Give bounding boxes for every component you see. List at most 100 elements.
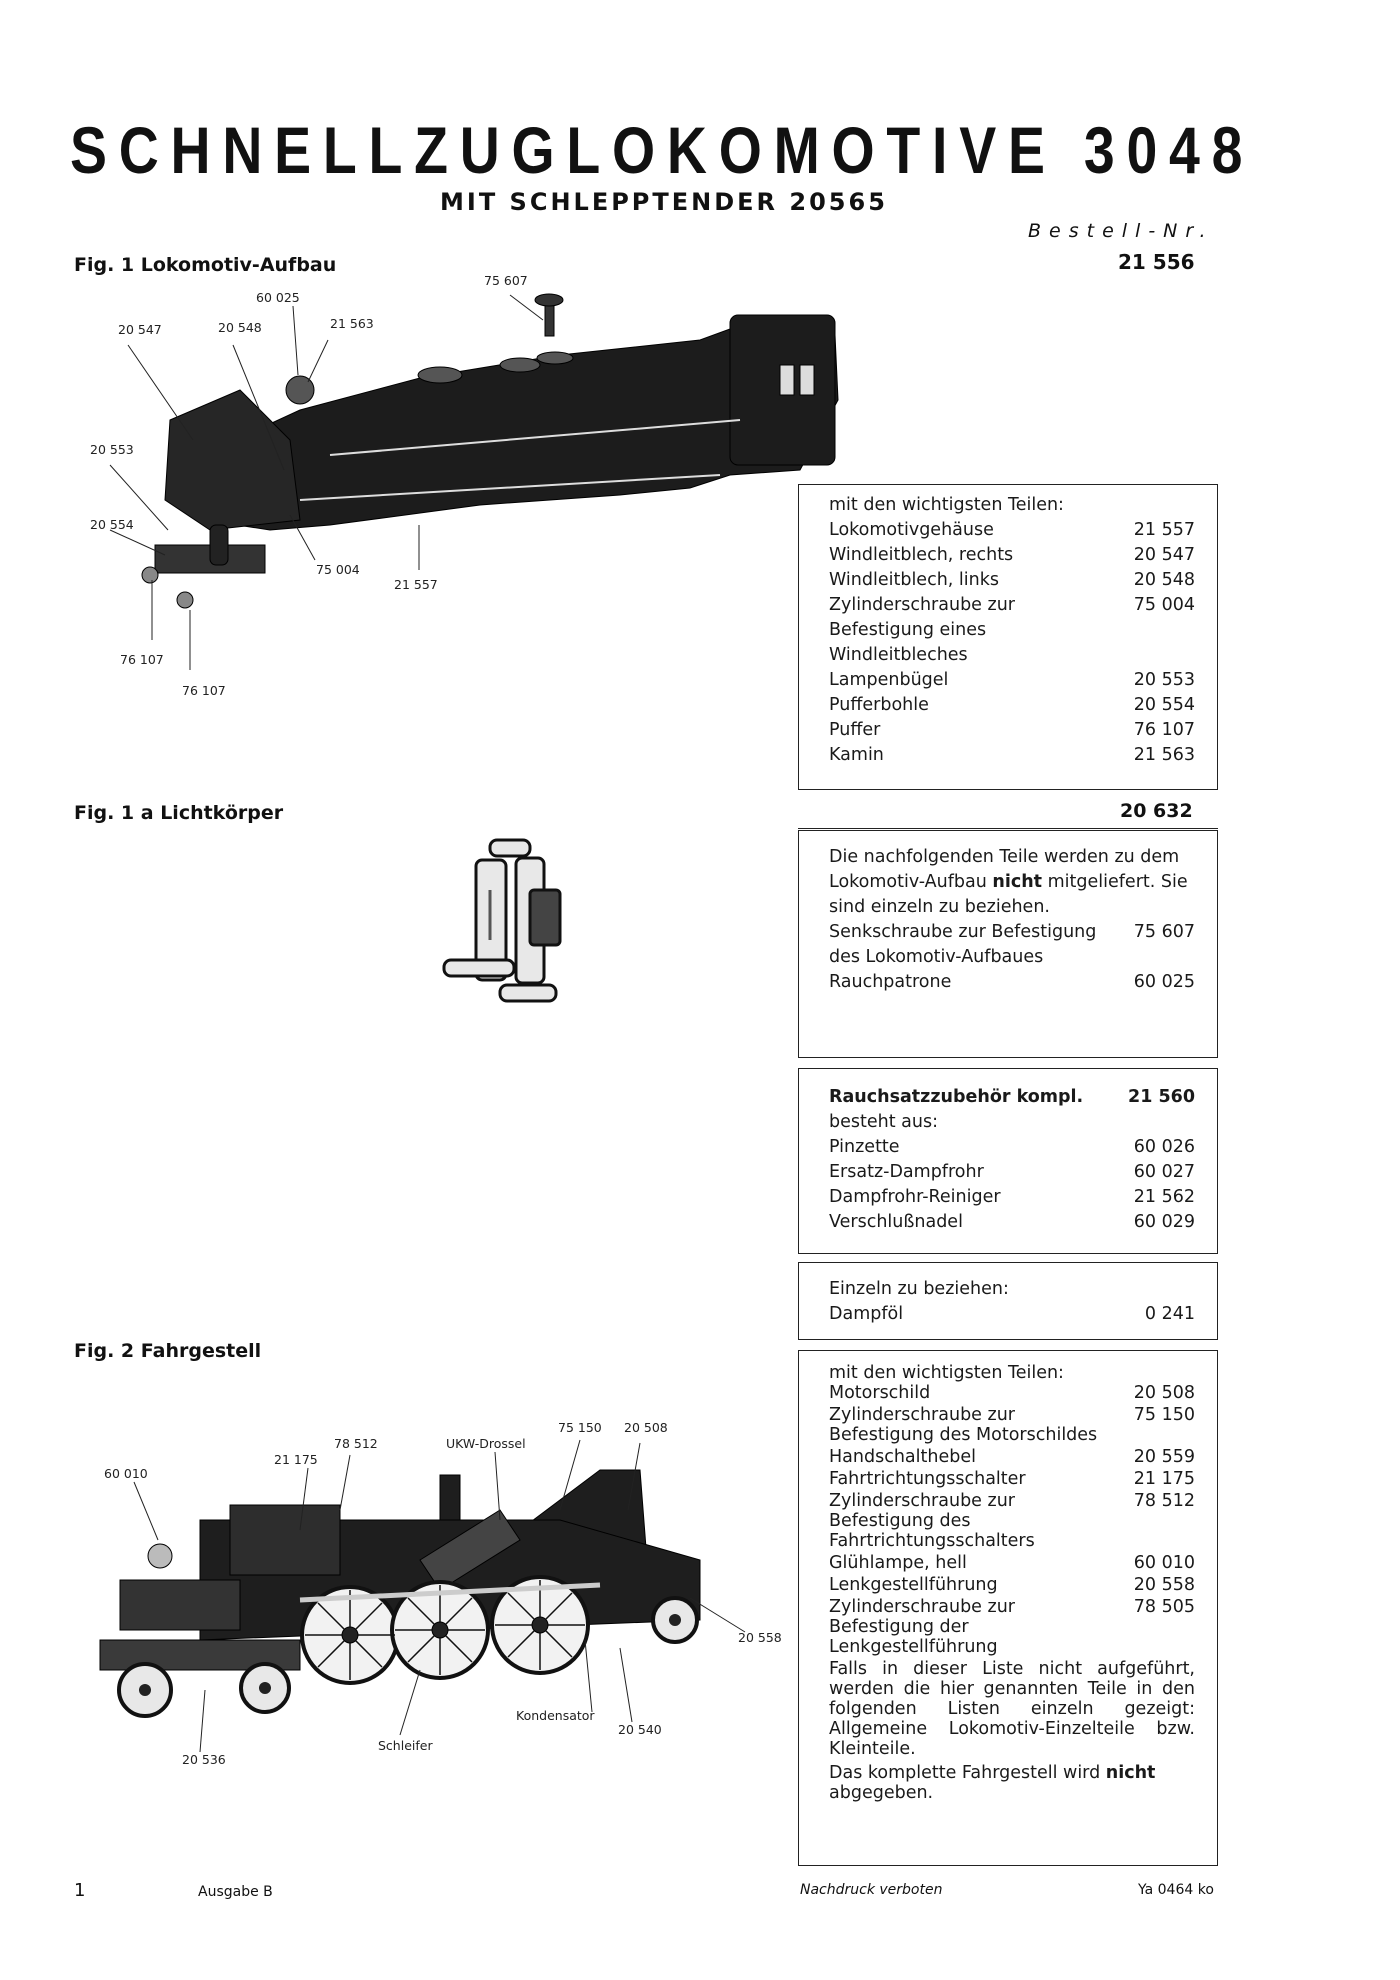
callout-ukw-drossel: UKW-Drossel (446, 1436, 526, 1451)
part-name: Pufferbohle (829, 695, 929, 715)
chassis-not-supplied-note: Das komplette Fahrgestell wird nicht abg… (829, 1763, 1156, 1803)
part-row: Zylinderschraube zur Befestigung der Len… (829, 1597, 1195, 1657)
part-row: Senkschraube zur Befestigung des Lokomot… (829, 920, 1195, 970)
parts-list-intro: mit den wichtigsten Teilen: (829, 495, 1064, 515)
part-name: Dampfrohr-Reiniger (829, 1187, 1001, 1207)
chassis-parts-intro: mit den wichtigsten Teilen: (829, 1363, 1064, 1383)
part-number: 21 557 (1133, 520, 1195, 540)
lamp-60010-icon (147, 1543, 173, 1569)
part-row: Zylinderschraube zur Befestigung des Fah… (829, 1491, 1195, 1551)
individually-intro: Einzeln zu beziehen: (829, 1279, 1009, 1299)
fig1a-number: 20 632 (1120, 800, 1193, 822)
callout-60010: 60 010 (104, 1466, 148, 1481)
callout-21563: 21 563 (330, 316, 374, 331)
individually-available: Einzeln zu beziehen: Dampföl 0 241 (798, 1262, 1218, 1340)
part-name: Verschlußnadel (829, 1212, 963, 1232)
part-name: Pinzette (829, 1137, 900, 1157)
part-name: Kamin (829, 745, 884, 765)
order-number-label: Bestell-Nr. (1028, 220, 1214, 242)
callout-schleifer: Schleifer (378, 1738, 433, 1753)
part-number: 76 107 (1133, 720, 1195, 740)
part-number: 20 547 (1133, 545, 1195, 565)
callout-21175: 21 175 (274, 1452, 318, 1467)
part-name: Lokomotivgehäuse (829, 520, 994, 540)
part-number: 78 505 (1133, 1597, 1195, 1617)
part-row: Puffer 76 107 (829, 718, 1195, 743)
part-row: Verschlußnadel 60 029 (829, 1210, 1195, 1235)
part-name: Glühlampe, hell (829, 1553, 967, 1573)
callout-20553: 20 553 (90, 442, 134, 457)
part-number: 75 150 (1133, 1405, 1195, 1425)
callout-20536: 20 536 (182, 1752, 226, 1767)
callout-20548: 20 548 (218, 320, 262, 335)
part-number: 75 004 (1133, 595, 1195, 615)
screw-75607-icon (534, 293, 564, 337)
callout-75150: 75 150 (558, 1420, 602, 1435)
part-row: Ersatz-Dampfrohr 60 027 (829, 1160, 1195, 1185)
part-name: Lampenbügel (829, 670, 949, 690)
page-title: SCHNELLZUGLOKOMOTIVE 3048 (70, 113, 1255, 187)
part-name: Lenkgestellführung (829, 1575, 998, 1595)
callout-20508: 20 508 (624, 1420, 668, 1435)
reprint-notice: Nachdruck verboten (800, 1882, 943, 1898)
part-number: 0 241 (1144, 1304, 1195, 1324)
part-row: Pinzette 60 026 (829, 1135, 1195, 1160)
callout-kondensator: Kondensator (516, 1708, 595, 1723)
not-included-note: Die nachfolgenden Teile werden zu dem Lo… (829, 847, 1188, 917)
part-number: 60 027 (1133, 1162, 1195, 1182)
callout-20540: 20 540 (618, 1722, 662, 1737)
document-code: Ya 0464 ko (1138, 1882, 1214, 1898)
part-name: Puffer (829, 720, 881, 740)
callout-78512: 78 512 (334, 1436, 378, 1451)
part-row: Handschalthebel 20 559 (829, 1447, 1195, 1467)
page-subtitle: MIT SCHLEPPTENDER 20565 (440, 188, 888, 216)
part-row: Dampföl 0 241 (829, 1302, 1195, 1327)
callout-20558: 20 558 (738, 1630, 782, 1645)
light-body-illustration (442, 838, 562, 1003)
part-name: Zylinderschraube zur Befestigung eines W… (829, 595, 1015, 665)
part-name: Ersatz-Dampfrohr (829, 1162, 984, 1182)
callout-76107-a: 76 107 (120, 652, 164, 667)
part-row: Lokomotivgehäuse 21 557 (829, 518, 1195, 543)
fig2-label: Fig. 2 Fahrgestell (74, 1340, 262, 1362)
part-name: Zylinderschraube zur Befestigung des Fah… (829, 1491, 1035, 1551)
smoke-set-intro: besteht aus: (829, 1112, 938, 1132)
callout-75607: 75 607 (484, 273, 528, 288)
part-number: 20 559 (1133, 1447, 1195, 1467)
part-number: 60 029 (1133, 1212, 1195, 1232)
part-number: 20 548 (1133, 570, 1195, 590)
parts-list-body: mit den wichtigsten Teilen: Lokomotivgeh… (798, 484, 1218, 790)
part-name: Zylinderschraube zur Befestigung der Len… (829, 1597, 1015, 1657)
part-number: 21 175 (1133, 1469, 1195, 1489)
divider (798, 828, 1218, 829)
callout-76107-b: 76 107 (182, 683, 226, 698)
fig1a-label: Fig. 1 a Lichtkörper (74, 802, 284, 824)
part-name: Dampföl (829, 1304, 904, 1324)
part-number: 60 026 (1133, 1137, 1195, 1157)
part-name: Windleitblech, links (829, 570, 999, 590)
page-number: 1 (74, 1880, 86, 1901)
callout-20554: 20 554 (90, 517, 134, 532)
part-row: Zylinderschraube zur Befestigung eines W… (829, 593, 1195, 668)
order-number: 21 556 (1118, 250, 1195, 274)
fig1-label: Fig. 1 Lokomotiv-Aufbau (74, 254, 337, 276)
part-name: Zylinderschraube zur Befestigung des Mot… (829, 1405, 1098, 1445)
part-name: Senkschraube zur Befestigung des Lokomot… (829, 922, 1097, 967)
part-name: Motorschild (829, 1383, 931, 1403)
part-row: Motorschild 20 508 (829, 1383, 1195, 1403)
chassis-parts-list: mit den wichtigsten Teilen: Motorschild 2… (798, 1350, 1218, 1866)
part-number: 60 025 (1133, 972, 1195, 992)
callout-75004: 75 004 (316, 562, 360, 577)
part-number: 20 508 (1133, 1383, 1195, 1403)
part-name: Handschalthebel (829, 1447, 976, 1467)
